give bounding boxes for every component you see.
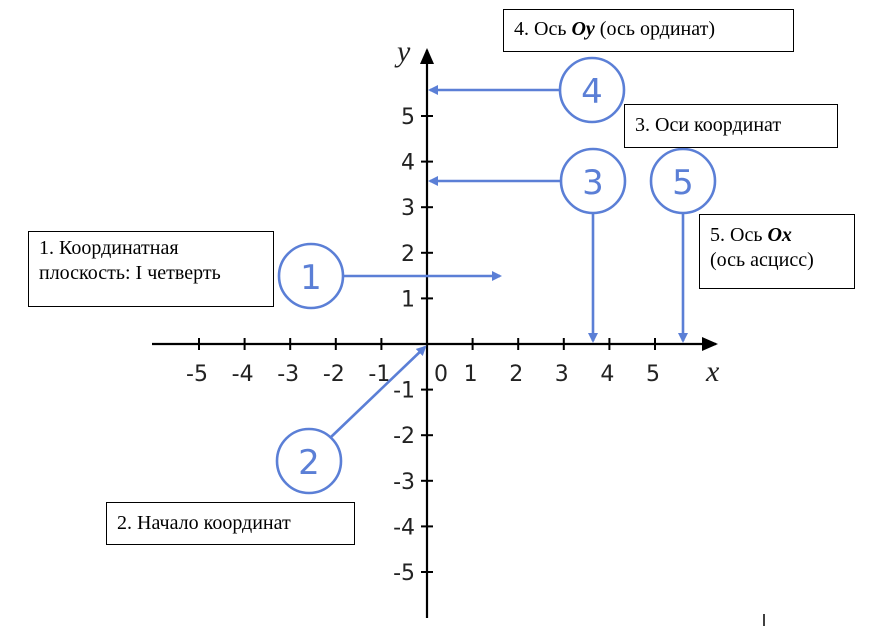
marker-2-circle (275, 427, 343, 495)
callout-4-suffix: (ось ординат) (594, 18, 716, 40)
callout-coordinate-axes: 3. Оси координат (624, 104, 838, 148)
y-tick-label: -3 (393, 470, 415, 495)
callout-4-axis: Oy (571, 18, 595, 40)
x-axis-name: x (705, 355, 720, 388)
x-tick-label: 0 (434, 362, 448, 387)
callout-5-line2: (ось асцисс) (710, 249, 814, 271)
callout-5-axis: Ox (767, 224, 792, 246)
marker-2-number: 2 (298, 443, 320, 483)
y-tick-label: -1 (393, 379, 415, 404)
callout-2-text: 2. Начало координат (117, 512, 291, 534)
x-tick-label: 5 (646, 362, 660, 387)
x-tick-label: -3 (277, 362, 299, 387)
callout-1-line1: 1. Координатная (39, 237, 179, 259)
marker-3-number: 3 (582, 163, 604, 203)
x-tick-label: 2 (509, 362, 523, 387)
y-axis-name: y (394, 35, 411, 68)
x-tick-label: -2 (323, 362, 345, 387)
callout-x-axis: 5. Ось Ox (ось асцисс) (699, 214, 855, 289)
y-tick-label: 1 (401, 287, 415, 312)
marker-4-number: 4 (581, 72, 603, 112)
x-tick-label: -1 (368, 362, 390, 387)
callout-3-text: 3. Оси координат (635, 114, 782, 136)
x-tick-label: -4 (232, 362, 254, 387)
x-tick-label: 3 (555, 362, 569, 387)
callout-4-prefix: 4. Ось (514, 18, 572, 40)
y-tick-label: -5 (393, 561, 415, 586)
callout-1-line2: плоскость: I четверть (39, 262, 221, 284)
x-tick-label: -5 (186, 362, 208, 387)
marker-2-arrow (330, 345, 427, 438)
y-tick-label: 4 (401, 151, 415, 176)
callout-origin: 2. Начало координат (106, 502, 355, 545)
marker-5-number: 5 (672, 163, 694, 203)
callout-coordinate-plane: 1. Координатная плоскость: I четверть (28, 231, 274, 307)
y-tick-label: 2 (401, 242, 415, 267)
callout-5-prefix: 5. Ось (710, 224, 768, 246)
y-tick-label: -2 (393, 424, 415, 449)
callout-y-axis: 4. Ось Oy (ось ординат) (503, 9, 794, 52)
x-tick-label: 4 (600, 362, 614, 387)
x-tick-label: 1 (464, 362, 478, 387)
marker-1-number: 1 (300, 258, 322, 298)
y-tick-label: -4 (393, 515, 415, 540)
y-tick-label: 3 (401, 196, 415, 221)
y-tick-label: 5 (401, 105, 415, 130)
